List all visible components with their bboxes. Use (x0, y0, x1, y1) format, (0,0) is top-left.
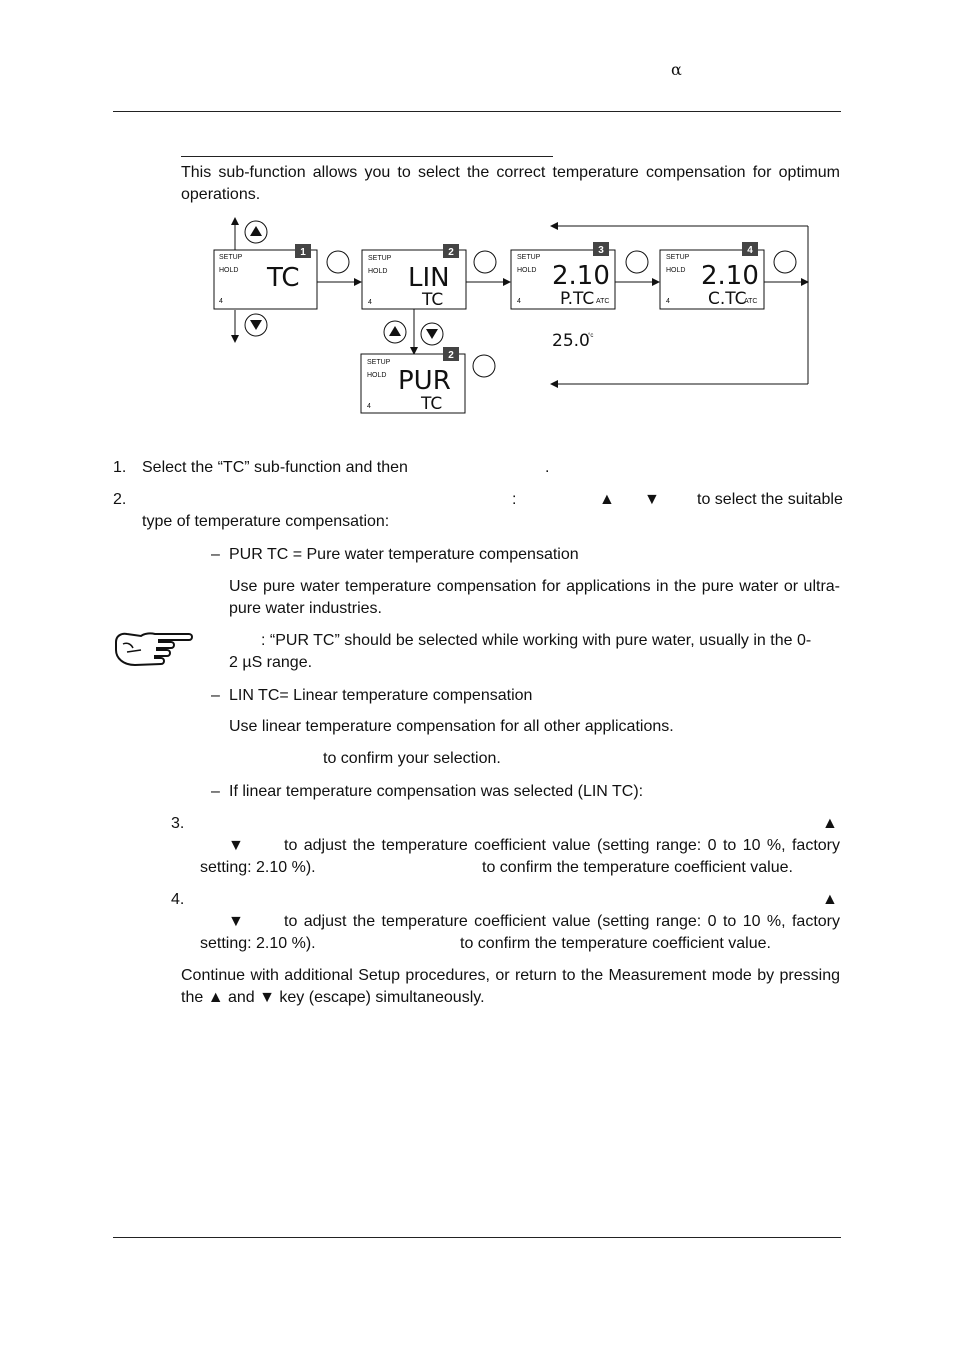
lcd-panel-4: 4 SETUP HOLD 4 2.10 C.TC ATC (659, 242, 765, 310)
down-key-icon (244, 313, 268, 337)
panel-number: 1 (300, 247, 306, 258)
down-key-glyph: ▼ (228, 837, 244, 854)
svg-text:4: 4 (368, 299, 372, 306)
step-2-number: 2. (113, 491, 127, 508)
svg-text:HOLD: HOLD (367, 372, 386, 379)
bullet-dash: – (211, 687, 220, 704)
step-3-text: to adjust the temperature coefficient va… (284, 837, 840, 854)
enter-key-icon (326, 250, 350, 274)
enter-key-icon (473, 250, 497, 274)
step-4-setting: setting: 2.10 %). (200, 935, 316, 952)
step-2-colon: : (512, 491, 517, 508)
svg-text:PUR: PUR (398, 366, 451, 396)
svg-text:4: 4 (517, 298, 521, 305)
up-key-glyph: ▲ (822, 891, 838, 908)
svg-text:C.TC: C.TC (708, 289, 747, 309)
pur-tc-description: Use pure water temperature compensation … (229, 578, 840, 617)
down-key-glyph: ▼ (228, 913, 244, 930)
step-1-number: 1. (113, 459, 127, 476)
step-1-period: . (545, 459, 550, 476)
up-key-glyph: ▲ (822, 815, 838, 832)
svg-text:3: 3 (598, 245, 604, 256)
lcd-panel-2-lin: 2 SETUP HOLD 4 LIN TC (361, 244, 467, 310)
intro-paragraph: This sub-function allows you to select t… (181, 164, 840, 203)
down-key-glyph: ▼ (644, 491, 660, 508)
up-key-glyph: ▲ (599, 491, 615, 508)
svg-text:2.10: 2.10 (552, 261, 610, 291)
svg-text:HOLD: HOLD (517, 267, 536, 274)
enter-key-icon (472, 354, 496, 378)
step-3-number: 3. (171, 815, 185, 832)
down-key-icon (420, 322, 444, 346)
step-2-tail: to select the suitable (697, 491, 843, 508)
note-line-1: : “PUR TC” should be selected while work… (261, 632, 812, 649)
lin-tc-confirm: to confirm your selection. (323, 750, 501, 767)
step-4-text: to adjust the temperature coefficient va… (284, 913, 840, 930)
lcd-panel-2-pur: 2 SETUP HOLD 4 PUR TC (360, 347, 466, 414)
up-key-icon (244, 220, 268, 244)
if-lin-text: If linear temperature compensation was s… (229, 783, 644, 800)
svg-text:4: 4 (666, 298, 670, 305)
enter-key-icon (625, 250, 649, 274)
svg-text:ATC: ATC (596, 298, 609, 305)
bullet-dash: – (211, 546, 220, 563)
svg-text:4: 4 (747, 245, 753, 256)
section-title-underline (181, 156, 553, 157)
up-key-icon (383, 320, 407, 344)
svg-text:LIN: LIN (408, 263, 450, 293)
step-4-confirm: to confirm the temperature coefficient v… (460, 935, 771, 952)
svg-text:ATC: ATC (744, 298, 757, 305)
svg-text:HOLD: HOLD (368, 268, 387, 275)
lcd-main-text: TC (266, 263, 300, 293)
enter-key-icon (773, 250, 797, 274)
svg-text:SETUP: SETUP (367, 359, 391, 366)
lcd-panel-1: 1 SETUP HOLD 4 TC (213, 244, 318, 310)
bullet-dash: – (211, 783, 220, 800)
svg-text:P.TC: P.TC (560, 289, 594, 309)
svg-text:2.10: 2.10 (701, 261, 759, 291)
step-3-confirm: to confirm the temperature coefficient v… (482, 859, 793, 876)
step-3-setting: setting: 2.10 %). (200, 859, 316, 876)
alpha-symbol: α (671, 60, 682, 79)
step-4-number: 4. (171, 891, 185, 908)
svg-text:HOLD: HOLD (666, 267, 685, 274)
outro-paragraph: Continue with additional Setup procedure… (181, 967, 840, 1006)
step-1-text: Select the “TC” sub-function and then (142, 459, 408, 476)
svg-text:2: 2 (448, 247, 454, 258)
note-line-2: 2 µS range. (229, 654, 313, 671)
lcd-panel-3: 3 SETUP HOLD 4 2.10 P.TC ATC (510, 242, 616, 310)
svg-text:SETUP: SETUP (517, 254, 541, 261)
svg-text:TC: TC (420, 394, 442, 414)
svg-text:SETUP: SETUP (666, 254, 690, 261)
svg-text:HOLD: HOLD (219, 267, 238, 274)
svg-text:TC: TC (421, 290, 443, 310)
temperature-display: 25.0 (552, 331, 590, 351)
svg-text:°c: °c (588, 333, 593, 339)
lin-tc-description: Use linear temperature compensation for … (229, 718, 674, 735)
footer-rule (113, 1237, 841, 1238)
svg-text:4: 4 (367, 403, 371, 410)
lin-tc-title: LIN TC= Linear temperature compensation (229, 687, 533, 704)
header-rule (113, 111, 841, 112)
svg-text:4: 4 (219, 298, 223, 305)
pur-tc-title: PUR TC = Pure water temperature compensa… (229, 546, 579, 563)
tc-flow-diagram: 1 SETUP HOLD 4 TC 2 SETUP HOLD 4 LIN TC … (213, 217, 809, 414)
svg-text:SETUP: SETUP (219, 254, 243, 261)
svg-text:2: 2 (448, 350, 454, 361)
pointing-hand-icon (115, 632, 193, 667)
svg-text:SETUP: SETUP (368, 255, 392, 262)
step-2-line2: type of temperature compensation: (142, 513, 390, 530)
